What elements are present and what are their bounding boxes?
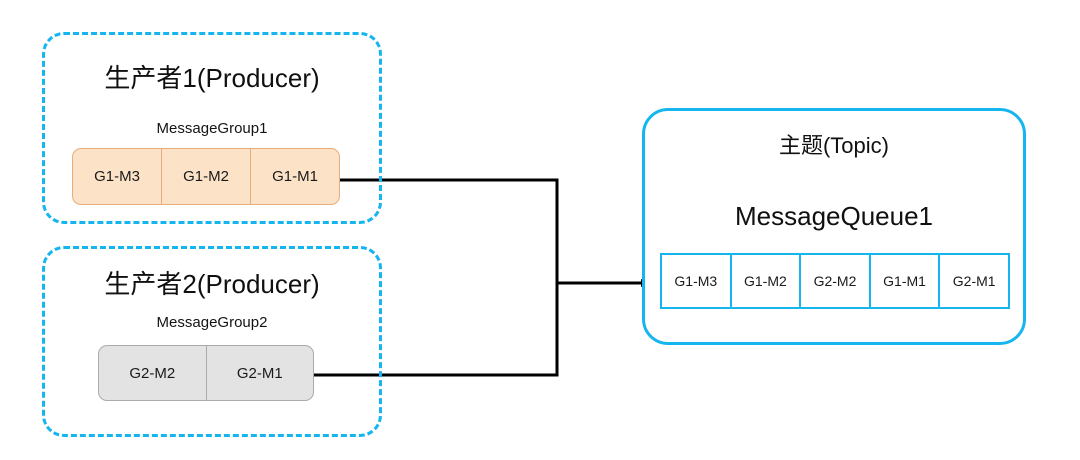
message-queue-name: MessageQueue1 [734, 201, 934, 231]
queue-cell[interactable]: G1-M1 [868, 255, 939, 307]
message-group-1-strip[interactable]: G1-M3 G1-M2 G1-M1 [72, 148, 340, 205]
topic-container[interactable]: 主题(Topic) MessageQueue1 [642, 108, 1026, 345]
queue-cell[interactable]: G1-M3 [674, 273, 718, 289]
message-cell[interactable]: G1-M3 [94, 168, 140, 185]
message-cell[interactable]: G1-M1 [250, 149, 339, 204]
message-cell[interactable]: G1-M2 [161, 149, 250, 204]
producer-1-title: 生产者1(Producer) [104, 63, 320, 93]
producer-2-title: 生产者2(Producer) [104, 269, 320, 299]
producer-1-container[interactable]: 生产者1(Producer) MessageGroup1 [42, 32, 382, 224]
queue-cell[interactable]: G2-M2 [799, 255, 869, 307]
producer-2-message-group-label: MessageGroup2 [156, 314, 268, 331]
producer-2-container[interactable]: 生产者2(Producer) MessageGroup2 [42, 246, 382, 437]
queue-cell[interactable]: G1-M2 [729, 255, 800, 307]
message-queue-strip[interactable]: G1-M3 G1-M2 G2-M2 G1-M1 G2-M1 [660, 253, 1010, 309]
message-cell[interactable]: G2-M2 [129, 364, 176, 382]
message-group-2-strip[interactable]: G2-M2 G2-M1 [98, 345, 314, 401]
message-cell[interactable]: G2-M1 [205, 346, 314, 400]
producer-1-message-group-label: MessageGroup1 [156, 120, 268, 137]
queue-cell[interactable]: G2-M1 [938, 255, 1008, 307]
topic-title: 主题(Topic) [778, 133, 889, 158]
